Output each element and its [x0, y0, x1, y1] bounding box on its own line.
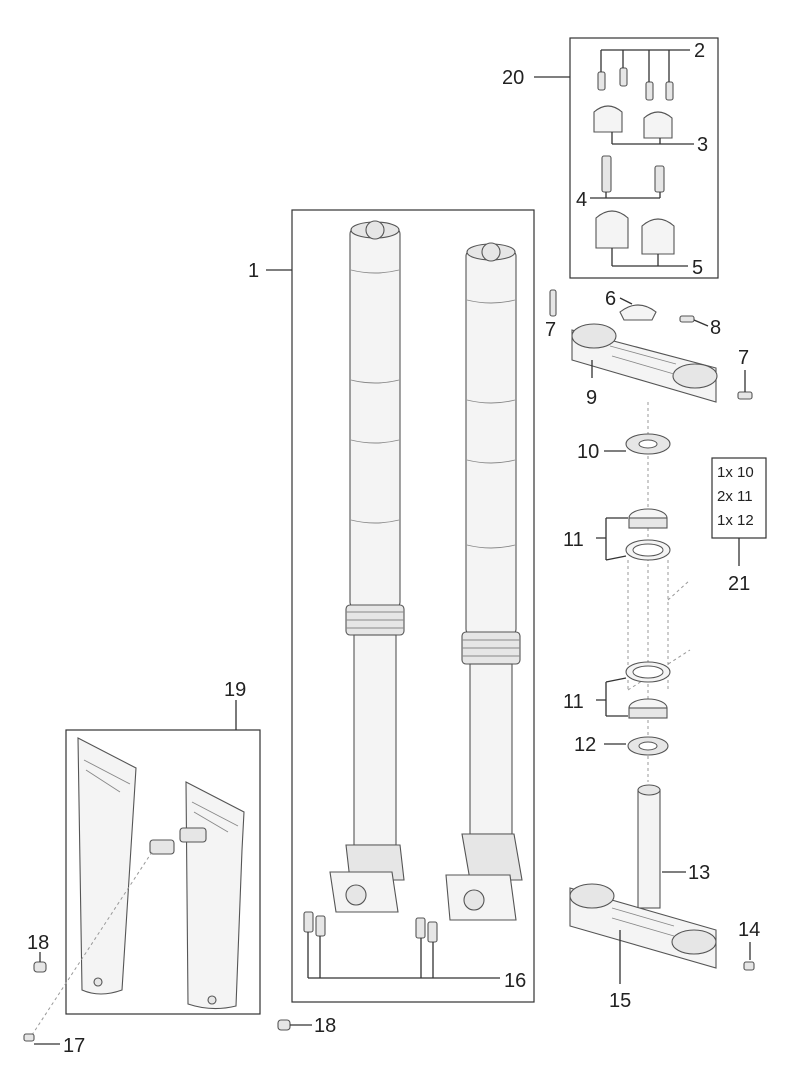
guard-screw-bottom — [277, 1019, 291, 1031]
callout-20: 20 — [502, 67, 524, 89]
fork-leg-left — [329, 220, 405, 913]
leader-3 — [611, 132, 694, 145]
callout-5: 5 — [692, 257, 703, 279]
handlebar-clamp-frame — [569, 37, 719, 279]
leader-6 — [619, 297, 633, 305]
callout-1: 1 — [248, 260, 259, 282]
upper-triple-clamp — [549, 289, 753, 403]
callout-4: 4 — [576, 189, 587, 211]
callout-18-left: 18 — [27, 932, 49, 954]
fork-guard-frame — [65, 729, 261, 1015]
leader-2 — [600, 49, 690, 82]
axle-clamp-bolts — [303, 911, 438, 943]
kit-line-1: 1x 10 — [717, 464, 754, 481]
guard-mount-guide — [29, 851, 153, 1039]
callout-3: 3 — [697, 134, 708, 156]
leader-4 — [590, 192, 661, 199]
callout-11-lower: 11 — [563, 691, 584, 713]
fork-leg-right — [445, 242, 523, 921]
fork-group-frame — [291, 209, 535, 1003]
callout-12: 12 — [574, 734, 596, 756]
callout-18-bottom: 18 — [314, 1015, 336, 1037]
callout-16: 16 — [504, 970, 526, 992]
guard-screw-17 — [23, 1033, 35, 1042]
callout-8: 8 — [710, 317, 721, 339]
guard-brackets — [149, 827, 207, 855]
fork-guard-right — [185, 781, 245, 1010]
kit-line-2: 2x 11 — [717, 488, 753, 505]
callout-2: 2 — [694, 40, 705, 62]
callout-21: 21 — [728, 573, 750, 595]
callout-10: 10 — [577, 441, 599, 463]
leader-11-upper — [596, 517, 628, 561]
upper-bearing — [625, 508, 671, 561]
clamp-screws — [597, 67, 674, 101]
callout-6: 6 — [605, 288, 616, 310]
clamp-bolts — [601, 155, 665, 193]
stem-centerline — [627, 402, 691, 782]
guard-screw-left — [33, 961, 47, 973]
leader-11-lower — [596, 677, 628, 717]
leader-16 — [307, 932, 500, 979]
fork-guard-left — [77, 737, 137, 995]
kit-line-3: 1x 12 — [717, 512, 754, 529]
callout-19: 19 — [224, 679, 246, 701]
callout-15: 15 — [609, 990, 631, 1012]
callout-13: 13 — [688, 862, 710, 884]
leader-5 — [611, 248, 688, 267]
lower-clamp-halves — [595, 210, 675, 255]
callout-7-right: 7 — [738, 347, 749, 369]
callout-17: 17 — [63, 1035, 85, 1057]
callout-7-left: 7 — [545, 319, 556, 341]
callout-11-upper: 11 — [563, 529, 584, 551]
lower-triple-clamp — [569, 784, 755, 971]
callout-9: 9 — [586, 387, 597, 409]
lower-bearing — [625, 661, 671, 719]
upper-clamp-halves — [593, 105, 673, 139]
callout-14: 14 — [738, 919, 760, 941]
leader-8 — [693, 319, 709, 327]
